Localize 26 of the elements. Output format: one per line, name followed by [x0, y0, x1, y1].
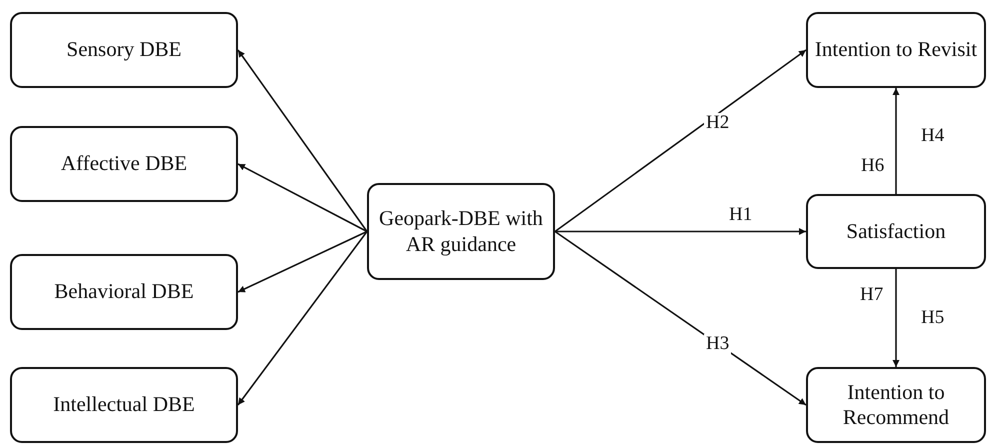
node-label: Intellectual DBE — [53, 392, 195, 418]
rounded-box — [367, 183, 555, 280]
rounded-box — [806, 12, 986, 88]
node-label: Behavioral DBE — [54, 279, 194, 305]
arrow — [238, 163, 368, 232]
arrow — [238, 230, 368, 293]
rounded-box — [10, 367, 238, 443]
node-label: Affective DBE — [60, 151, 188, 177]
arrow — [892, 88, 900, 194]
node-label: Sensory DBE — [66, 37, 182, 63]
node-label: Intention to Revisit — [814, 37, 978, 63]
arrow — [237, 50, 368, 232]
arrow — [555, 228, 806, 235]
edge-label: H3 — [704, 334, 732, 355]
rounded-box — [10, 254, 238, 330]
arrow — [892, 269, 900, 367]
arrow — [554, 49, 806, 232]
arrow — [554, 230, 806, 406]
node-label: Geopark-DBE with AR guidance — [378, 206, 544, 257]
node-label: Satisfaction — [846, 218, 946, 244]
rounded-box — [10, 126, 238, 202]
arrow — [237, 231, 368, 406]
node-label: Intention to Recommend — [842, 380, 950, 430]
rounded-box — [806, 194, 986, 269]
rounded-box — [10, 12, 238, 88]
rounded-box — [806, 367, 986, 443]
